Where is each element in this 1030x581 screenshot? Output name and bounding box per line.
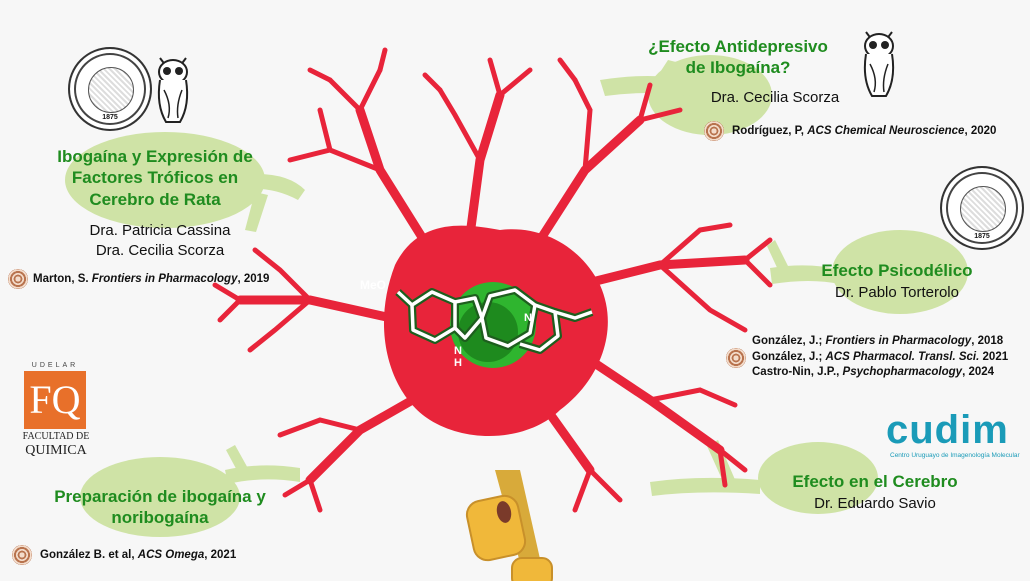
owl-icon <box>157 57 189 123</box>
cudim-subtitle: Centro Uruguayo de Imagenología Molecula… <box>890 452 1020 459</box>
troficos-title: Ibogaína y Expresión de Factores Trófico… <box>57 147 253 209</box>
amine-label: N <box>524 312 532 324</box>
udelar-label: UDELAR <box>31 362 79 369</box>
cerebro-author: Dr. Eduardo Savio <box>814 495 936 512</box>
fq-logo: FQ <box>24 371 86 429</box>
bubble-preparacion <box>80 445 300 537</box>
owl-icon <box>863 31 895 97</box>
cudim-logo: cudim <box>886 408 1009 452</box>
ibogaine-molecule <box>395 286 594 354</box>
psicodelico-references[interactable]: González, J.; Frontiers in Pharmacology,… <box>752 335 1009 379</box>
reference-spiral-icon <box>12 545 32 565</box>
facultad-medicina-seal: 1875 <box>68 47 152 131</box>
preparacion-reference[interactable]: González B. et al, ACS Omega, 2021 <box>40 549 237 561</box>
bubble-troficos <box>65 132 305 232</box>
bubble-psicodelico <box>767 230 968 314</box>
reference-spiral-icon <box>726 348 746 368</box>
axon <box>465 470 553 581</box>
reference-spiral-icon <box>704 121 724 141</box>
reference-spiral-icon <box>8 269 28 289</box>
antidepresivo-title: ¿Efecto Antidepresivo de Ibogaína? <box>648 37 828 78</box>
facultad-medicina-seal: 1875 <box>940 166 1024 250</box>
antidepresivo-reference[interactable]: Rodríguez, P, ACS Chemical Neuroscience,… <box>732 125 997 137</box>
facultad-quimica-label: FACULTAD DE QUIMICA <box>22 431 90 458</box>
methoxy-label: MeO <box>360 278 387 292</box>
troficos-reference[interactable]: Marton, S. Frontiers in Pharmacology, 20… <box>33 273 270 285</box>
bubble-antidepresivo <box>600 55 772 135</box>
antidepresivo-author: Dra. Cecilia Scorza <box>710 89 840 106</box>
psicodelico-title: Efecto Psicodélico <box>821 261 973 280</box>
preparacion-title: Preparación de ibogaína y noribogaína <box>54 487 266 528</box>
psicodelico-author: Dr. Pablo Torterolo <box>835 284 959 301</box>
cerebro-title: Efecto en el Cerebro <box>792 472 958 491</box>
dendrites <box>212 47 773 513</box>
troficos-authors: Dra. Patricia Cassina Dra. Cecilia Scorz… <box>89 222 231 259</box>
